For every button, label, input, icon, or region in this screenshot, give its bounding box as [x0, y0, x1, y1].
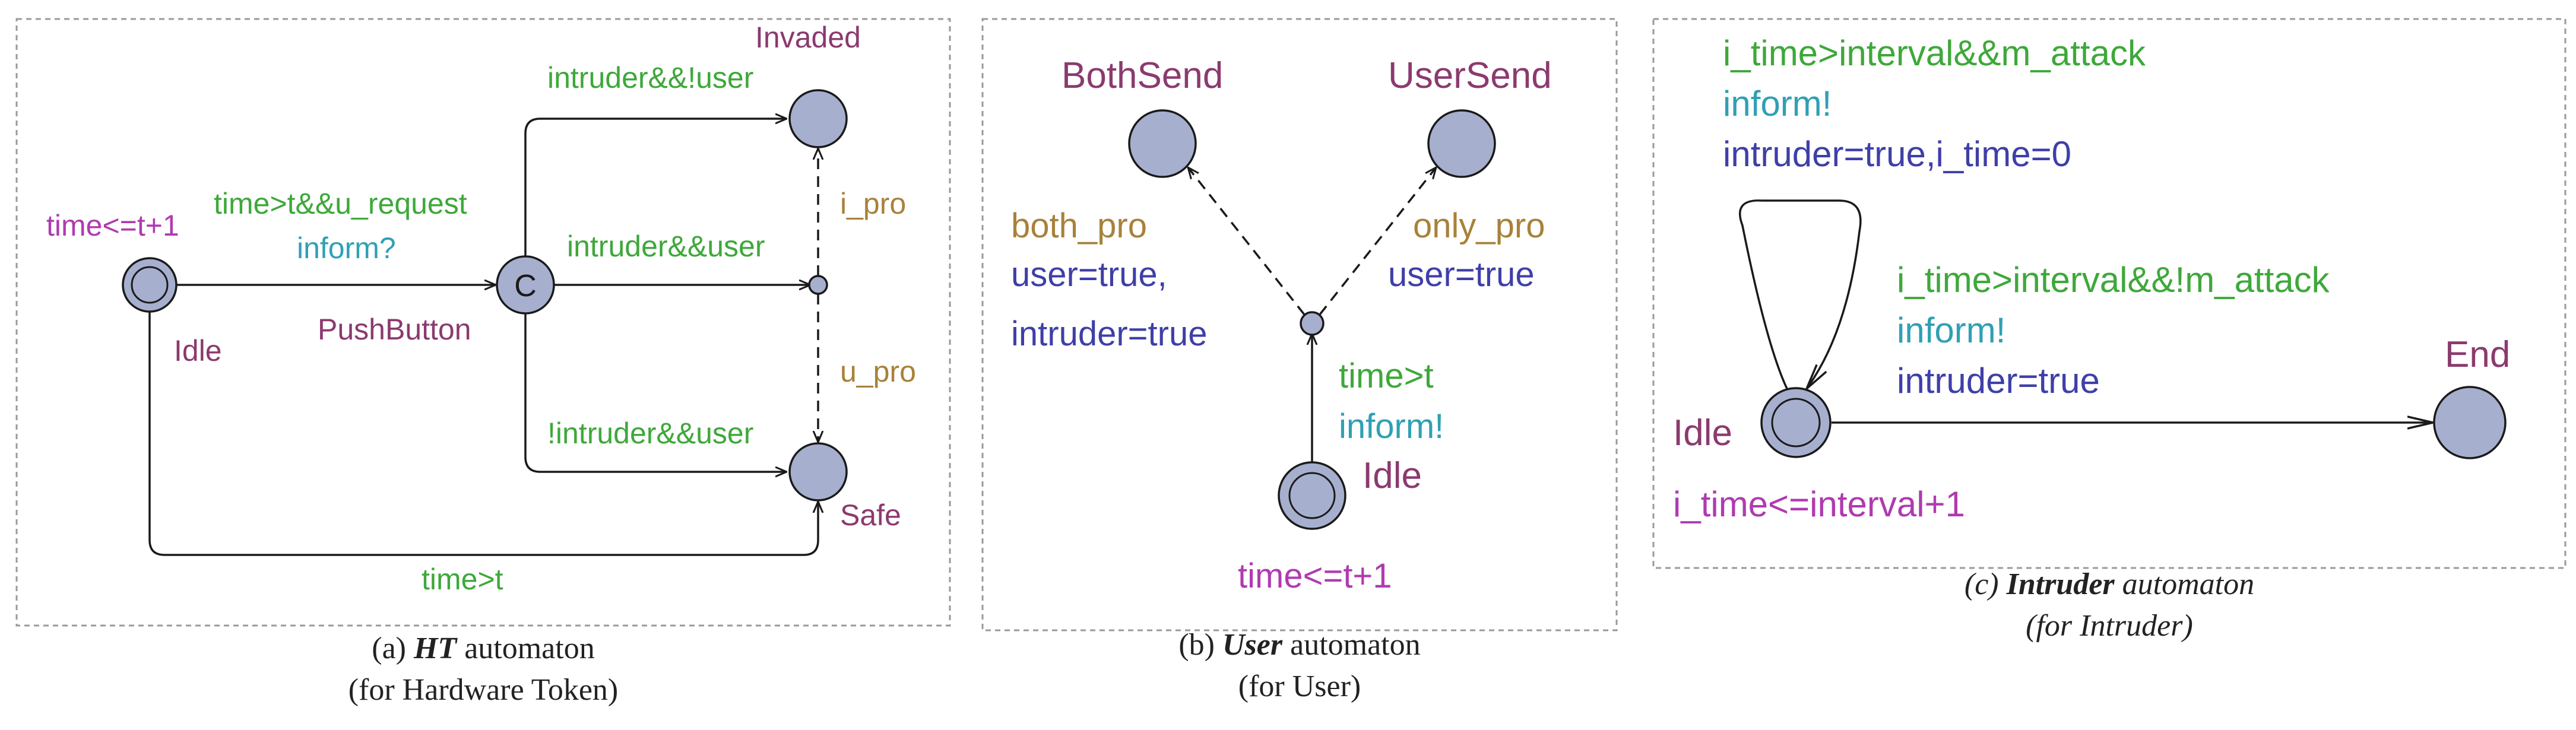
user-update-both-line2: intruder=true: [1011, 315, 1207, 353]
user-panel: BothSend UserSend both_pro user=true, in…: [981, 18, 1618, 631]
ht-caption-line2: (for Hardware Token): [348, 673, 619, 707]
user-state-bothsend: [1128, 109, 1197, 178]
user-frame: [981, 18, 1618, 631]
ht-caption-name: HT: [413, 631, 457, 665]
ht-frame: [15, 18, 951, 627]
ht-prob-i: i_pro: [840, 187, 906, 220]
user-branch-point: [1300, 311, 1325, 336]
user-prob-edge-bothsend: [1188, 167, 1306, 316]
ht-branch-point: [808, 275, 828, 295]
intruder-self-loop: [1739, 199, 1862, 389]
ht-state-idle-initial-ring: [131, 266, 169, 304]
user-prob-edge-usersend: [1319, 167, 1436, 316]
ht-pushbutton-label: PushButton: [318, 313, 471, 346]
ht-caption-prefix: (a): [372, 631, 414, 665]
user-state-usersend: [1427, 109, 1496, 178]
ht-state-safe: [788, 442, 848, 502]
user-invariant: time<=t+1: [1238, 557, 1392, 595]
ht-sync-inform: inform?: [297, 231, 396, 265]
user-caption-prefix: (b): [1178, 628, 1222, 662]
user-caption-name: User: [1222, 628, 1283, 662]
intruder-caption-prefix: (c): [1964, 567, 2007, 601]
user-caption: (b) User automaton (for User): [983, 624, 1617, 707]
ht-guard-notintruder-user: !intruder&&user: [547, 417, 753, 450]
intruder-end-label: End: [2445, 334, 2510, 375]
ht-state-invaded: [788, 89, 848, 148]
intruder-idle-label: Idle: [1673, 412, 1732, 453]
intruder-invariant: i_time<=interval+1: [1673, 484, 1965, 524]
ht-edge-idle-safe: [148, 300, 818, 556]
intruder-caption-line2: (for Intruder): [2026, 609, 2193, 643]
intruder-frame: [1652, 18, 2567, 569]
intruder-caption: (c) Intruder automaton (for Intruder): [1653, 564, 2565, 647]
intruder-sync-1: inform!: [1723, 84, 1832, 123]
ht-idle-label: Idle: [174, 334, 222, 367]
intruder-guard-noattack: i_time>interval&&!m_attack: [1897, 260, 2330, 300]
intruder-caption-suffix: automaton: [2114, 567, 2255, 601]
intruder-panel: i_time>interval&&m_attack inform! intrud…: [1652, 18, 2567, 569]
intruder-update-2: intruder=true: [1897, 361, 2100, 401]
ht-guard-timeout: time>t: [422, 563, 503, 596]
user-update-both-line1: user=true,: [1011, 255, 1167, 294]
intruder-caption-line1: (c) Intruder automaton: [1653, 564, 2565, 605]
user-update-only: user=true: [1388, 255, 1535, 294]
user-guard: time>t: [1339, 357, 1434, 395]
ht-caption-line1: (a) HT automaton: [17, 628, 950, 669]
user-state-idle: [1278, 461, 1346, 530]
ht-guard-intruder-notuser: intruder&&!user: [547, 61, 753, 94]
user-usersend-label: UserSend: [1388, 55, 1552, 96]
ht-committed-mark: C: [514, 269, 537, 303]
ht-invariant-label: time<=t+1: [46, 209, 179, 242]
ht-edge-pushbutton-invaded: [524, 119, 787, 273]
user-state-idle-initial-ring: [1288, 472, 1336, 519]
intruder-state-end: [2433, 386, 2507, 459]
ht-panel: C time<=t+1 Idle time>t&&u_request infor…: [15, 18, 951, 627]
intruder-update-1: intruder=true,i_time=0: [1723, 134, 2071, 174]
intruder-guard-attack: i_time>interval&&m_attack: [1723, 33, 2146, 73]
ht-guard-intruder-user: intruder&&user: [567, 230, 765, 263]
intruder-caption-name: Intruder: [2006, 567, 2115, 601]
ht-state-idle: [122, 257, 178, 313]
ht-caption-suffix: automaton: [457, 631, 595, 665]
intruder-state-idle-initial-ring: [1771, 398, 1821, 447]
user-caption-suffix: automaton: [1282, 628, 1421, 662]
user-bothsend-label: BothSend: [1062, 55, 1223, 96]
ht-prob-u: u_pro: [840, 355, 916, 388]
user-both-pro: both_pro: [1011, 207, 1147, 245]
ht-guard-request: time>t&&u_request: [214, 187, 467, 220]
user-idle-label: Idle: [1363, 455, 1422, 496]
user-only-pro: only_pro: [1413, 207, 1545, 245]
intruder-sync-2: inform!: [1897, 310, 2005, 350]
ht-state-pushbutton: [496, 255, 555, 315]
ht-invaded-label: Invaded: [755, 21, 861, 54]
user-caption-line1: (b) User automaton: [983, 624, 1617, 666]
ht-edge-pushbutton-safe: [524, 297, 787, 472]
user-sync: inform!: [1339, 407, 1444, 446]
ht-safe-label: Safe: [840, 499, 901, 532]
user-caption-line2: (for User): [1238, 669, 1361, 703]
ht-caption: (a) HT automaton (for Hardware Token): [17, 628, 950, 711]
